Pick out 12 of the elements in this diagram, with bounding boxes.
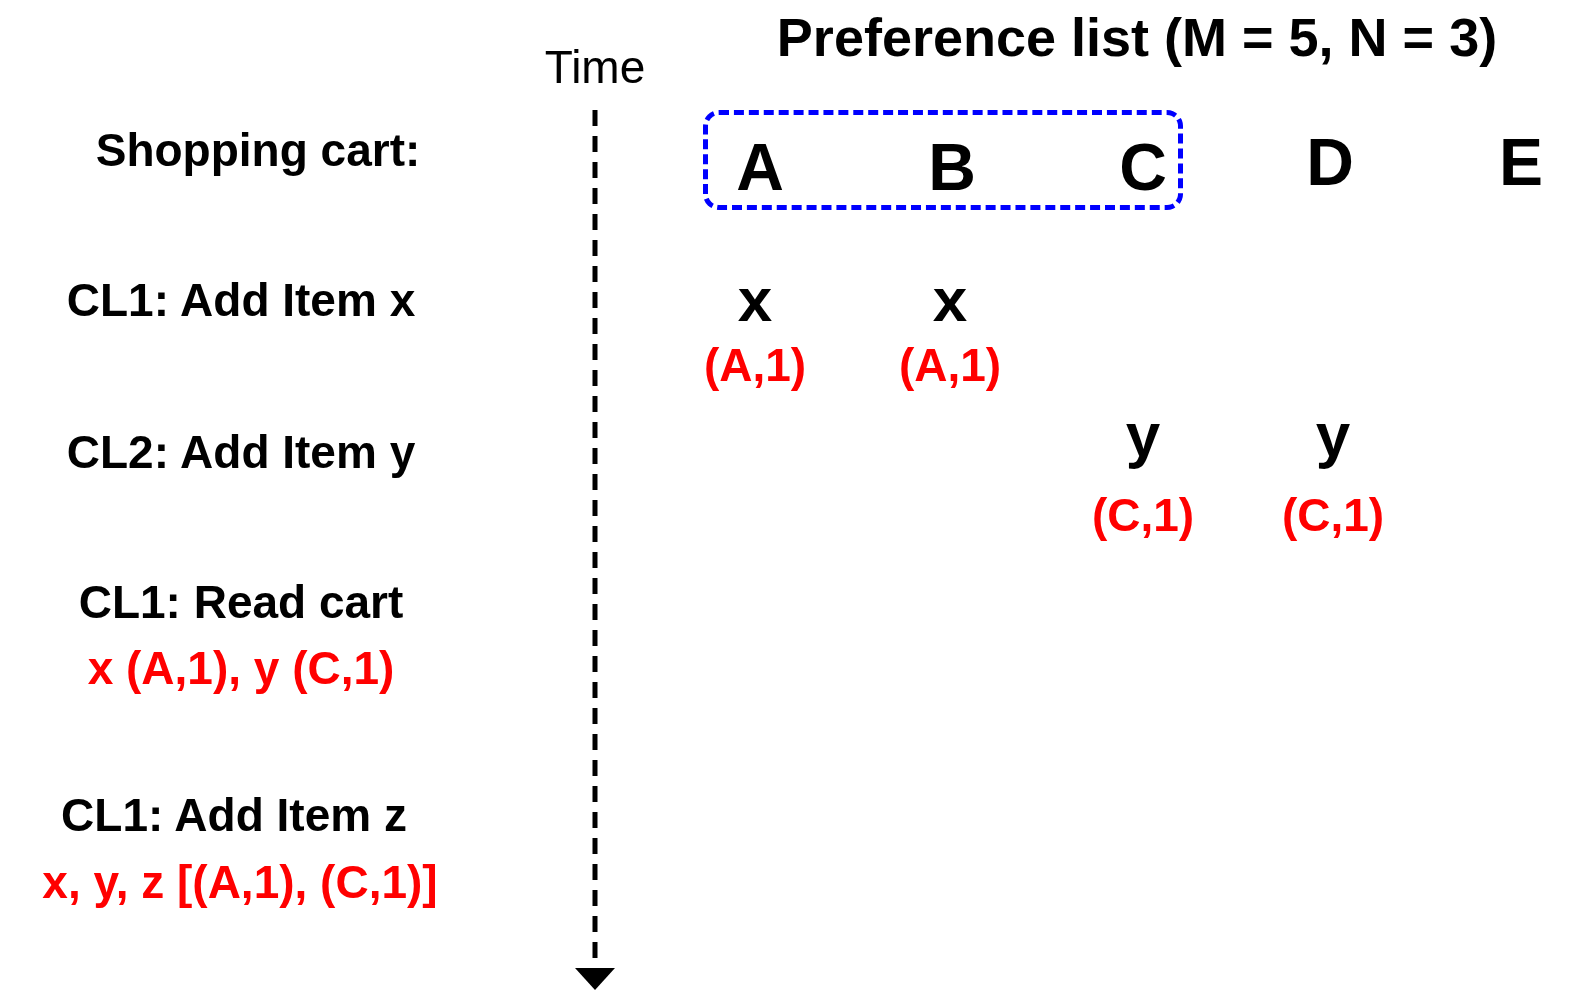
server-letter: D (1306, 129, 1354, 195)
server-letter: E (1499, 129, 1543, 195)
item-label: x (737, 269, 773, 331)
row-label: CL1: Add Item z (61, 792, 407, 838)
axis-label: Time (544, 44, 646, 90)
server-letter: C (1119, 134, 1167, 200)
dashed-group-box (703, 110, 1183, 210)
item-label: x (932, 269, 968, 331)
row-label: CL1: Read cart (78, 579, 404, 625)
row-label: CL1: Add Item x (66, 277, 416, 323)
server-letter: B (928, 134, 976, 200)
server-letter: A (736, 134, 784, 200)
